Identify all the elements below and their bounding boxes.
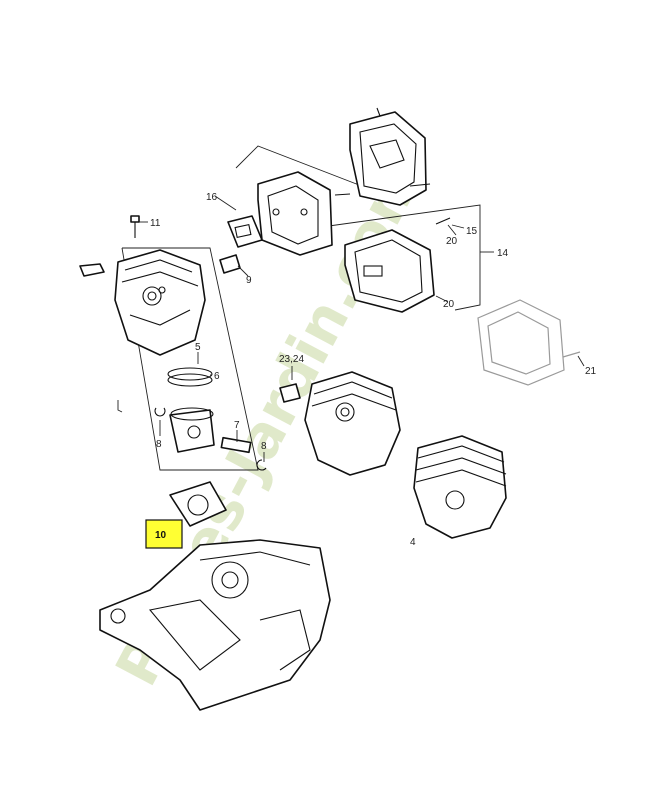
part-11-bolt [130, 215, 140, 238]
callout-8-left: 8 [156, 439, 162, 450]
callout-8-right: 8 [261, 441, 267, 452]
muffler-body [257, 171, 351, 256]
callout-9: 9 [246, 275, 252, 286]
ghost-muffler [477, 299, 581, 386]
kit-outline [117, 247, 259, 471]
part-14-muffler [344, 217, 451, 313]
part-9-valve [219, 254, 241, 274]
leader-lines [139, 195, 585, 534]
spark-plug-left [79, 263, 105, 277]
callout-5: 5 [195, 342, 201, 353]
part-16-gasket [227, 215, 263, 248]
callout-4: 4 [410, 537, 416, 548]
cylinder-left [114, 249, 206, 356]
callout-6: 6 [214, 371, 220, 382]
callout-10-highlight: 10 [145, 519, 183, 549]
muffler-top-shell [349, 107, 431, 206]
callout-20-top: 20 [446, 236, 458, 247]
callout-14: 14 [497, 248, 509, 259]
callout-23-24: 23,24 [279, 354, 304, 365]
callout-15: 15 [466, 226, 478, 237]
callouts: 11 16 9 5 6 7 8 8 20 15 14 20 21 23,24 4 [150, 192, 597, 548]
callout-11: 11 [150, 218, 161, 229]
muffler-frame [235, 145, 481, 311]
callout-20-bottom: 20 [443, 299, 455, 310]
callout-7: 7 [234, 420, 240, 431]
callout-21: 21 [585, 366, 597, 377]
callout-10: 10 [155, 530, 167, 541]
part-4-cylinder [413, 435, 507, 539]
crankcase [99, 539, 331, 711]
part-10-gasket [169, 481, 227, 527]
cylinder-middle [279, 371, 401, 476]
callout-16: 16 [206, 192, 218, 203]
